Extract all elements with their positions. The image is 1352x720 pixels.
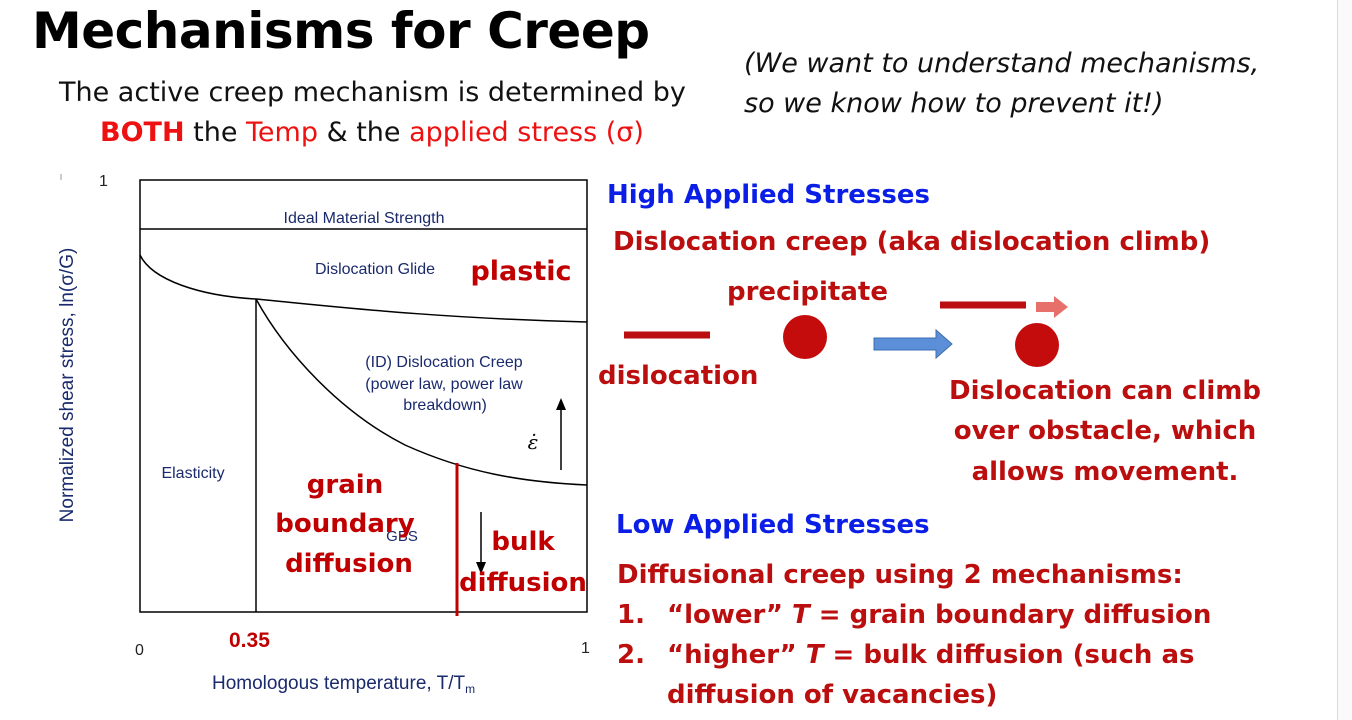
progress-arrow-blue <box>873 328 953 360</box>
obstacle-circle <box>1015 323 1059 367</box>
overlay-plastic: plastic <box>470 256 571 287</box>
y-axis-label: Normalized shear stress, ln(σ/G) <box>57 248 78 523</box>
low-stress-item-2-cont: diffusion of vacancies) <box>667 680 998 710</box>
vertical-scrollbar[interactable] <box>1337 0 1352 720</box>
overlay-bulk-diffusion: diffusion <box>459 568 587 598</box>
intro-line-2: BOTH the Temp & the applied stress (σ) <box>100 117 644 148</box>
region-gbs: GBS <box>386 528 418 545</box>
creep-boundary-curve <box>255 298 588 486</box>
x-axis-label: Homologous temperature, T/Tm <box>212 673 475 696</box>
low-stress-line-1: Diffusional creep using 2 mechanisms: <box>617 560 1183 590</box>
item-1-number: 1. <box>617 600 645 630</box>
intro-temp: Temp <box>246 117 318 148</box>
low-stress-item-1: 1.“lower” T = grain boundary diffusion <box>617 600 1212 630</box>
note-line-1: (We want to understand mechanisms, <box>744 48 1260 79</box>
climb-line-2: over obstacle, which <box>953 416 1257 446</box>
overlay-diffusion: diffusion <box>285 549 413 579</box>
glide-boundary-curve <box>139 254 588 323</box>
region-elasticity: Elasticity <box>161 465 224 482</box>
climb-line-1: Dislocation can climb <box>949 376 1261 406</box>
high-stress-subheading: Dislocation creep (aka dislocation climb… <box>613 227 1211 257</box>
low-stress-item-2: 2.“higher” T = bulk diffusion (such as <box>617 640 1195 670</box>
strain-rate-symbol: ε̇ <box>528 430 539 454</box>
precipitate-circle <box>783 315 827 359</box>
intro-the: the <box>184 117 247 148</box>
intro-stress: applied stress (σ) <box>409 117 644 148</box>
x-tick-right: 1 <box>581 640 590 657</box>
low-stress-heading: Low Applied Stresses <box>616 510 930 540</box>
movement-arrow-red <box>1036 296 1068 318</box>
region-dislocation-glide: Dislocation Glide <box>315 261 435 278</box>
item-2-number: 2. <box>617 640 645 670</box>
overlay-bulk: bulk <box>491 527 555 557</box>
y-tick-top: 1 <box>99 173 108 190</box>
overlay-grain: grain <box>307 470 383 500</box>
precipitate-label: precipitate <box>727 277 888 307</box>
climb-illustration <box>624 296 1068 367</box>
slide-title: Mechanisms for Creep <box>32 2 650 60</box>
intro-amp: & the <box>318 117 410 148</box>
intro-both: BOTH <box>100 117 185 148</box>
x-marker-label: 0.35 <box>229 629 270 652</box>
dislocation-label: dislocation <box>598 361 759 391</box>
climb-line-3: allows movement. <box>971 457 1239 487</box>
region-creep-line-1: (ID) Dislocation Creep <box>365 354 522 371</box>
region-creep-line-2: (power law, power law <box>365 376 523 393</box>
region-creep-line-3: breakdown) <box>403 397 487 414</box>
region-ideal-strength: Ideal Material Strength <box>284 210 445 227</box>
note-line-2: so we know how to prevent it!) <box>744 88 1164 119</box>
map-frame <box>139 179 588 613</box>
x-tick-left: 0 <box>135 642 144 659</box>
intro-line-1: The active creep mechanism is determined… <box>59 77 686 108</box>
high-stress-heading: High Applied Stresses <box>607 180 930 210</box>
deformation-map: 1 0 1 0.35 Normalized shear stress, ln(σ… <box>57 173 590 696</box>
overlay-boundary: boundary <box>275 509 414 539</box>
